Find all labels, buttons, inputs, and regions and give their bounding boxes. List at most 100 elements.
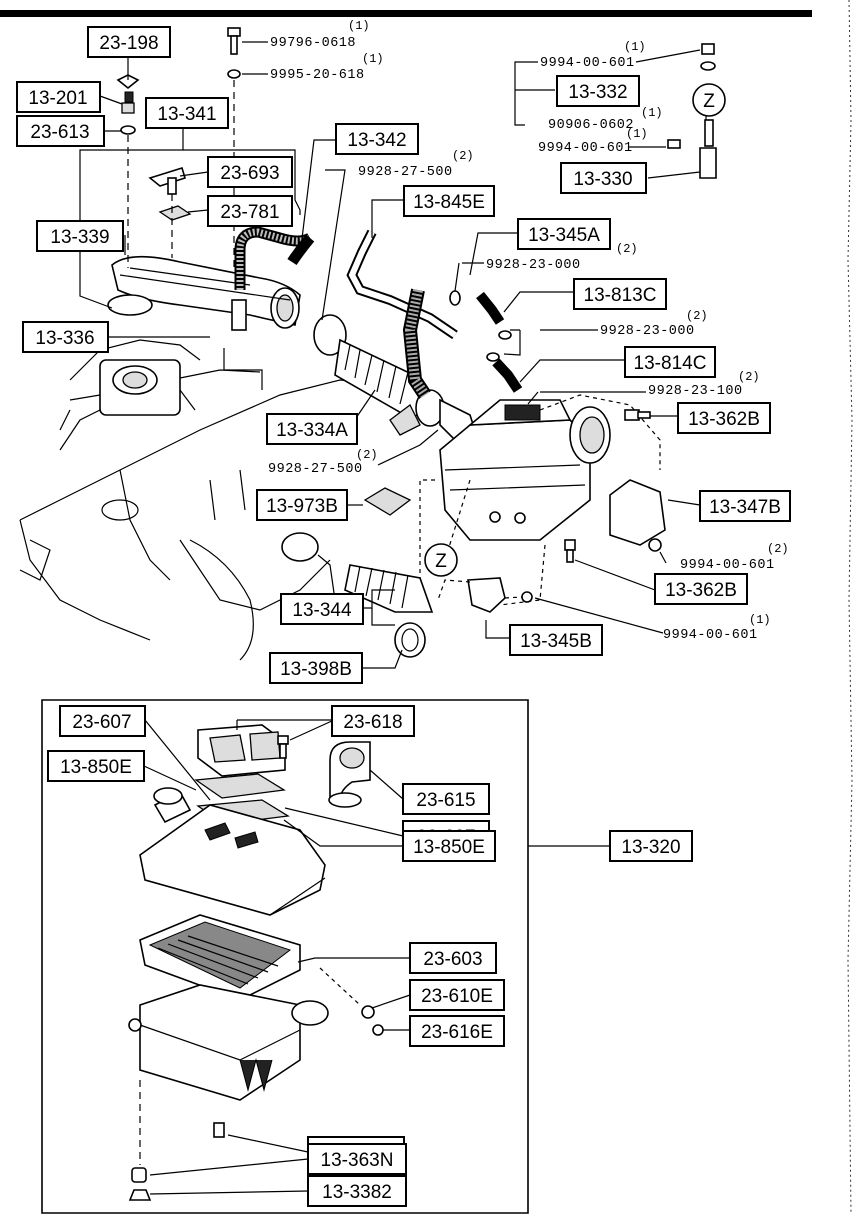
- svg-text:Z: Z: [703, 91, 715, 112]
- label-23-603[interactable]: 23-603: [409, 942, 497, 974]
- label-23-615[interactable]: 23-615: [402, 783, 490, 815]
- svg-text:13-814C: 13-814C: [634, 353, 707, 374]
- label-13-362B-lower[interactable]: 13-362B: [654, 573, 748, 605]
- pn-9928-23-000-a[interactable]: 9928-23-000: [486, 258, 581, 273]
- dashed-line-13-345B: [437, 579, 523, 601]
- accordion-duct-13-334A: [313, 314, 480, 441]
- label-13-814C[interactable]: 13-814C: [624, 346, 716, 378]
- label-13-339[interactable]: 13-339: [36, 220, 124, 252]
- svg-text:13-342: 13-342: [347, 130, 406, 151]
- label-13-330[interactable]: 13-330: [560, 162, 647, 194]
- intake-duct-13-339: [107, 255, 301, 331]
- bolt-23-6912: [213, 1122, 225, 1138]
- grommet-13-363N: [131, 1167, 147, 1183]
- label-23-607-upper[interactable]: 23-607: [59, 705, 146, 737]
- pn-9928-27-500-a[interactable]: 9928-27-500: [358, 165, 453, 180]
- label-23-610E[interactable]: 23-610E: [409, 979, 505, 1011]
- label-13-341[interactable]: 13-341: [145, 97, 229, 129]
- foot-13-3382: [128, 1189, 152, 1201]
- qty-9994-mid: (1): [626, 127, 648, 141]
- label-13-345B[interactable]: 13-345B: [509, 624, 603, 656]
- qty-90906: (1): [641, 106, 663, 120]
- label-13-850E-upper[interactable]: 13-850E: [47, 750, 145, 782]
- pn-9994-00-601-mid[interactable]: 9994-00-601: [538, 141, 633, 156]
- pn-9928-23-000-b[interactable]: 9928-23-000: [600, 324, 695, 339]
- qty-99796: (1): [348, 19, 370, 33]
- svg-text:23-610E: 23-610E: [421, 986, 493, 1007]
- svg-text:13-345B: 13-345B: [520, 631, 592, 652]
- gasket-23-781: [158, 205, 192, 221]
- qty-9994-top: (1): [624, 40, 646, 54]
- svg-text:23-616E: 23-616E: [421, 1022, 493, 1043]
- label-13-850E-lower[interactable]: 13-850E: [402, 830, 496, 862]
- pipe-13-345A-inner: [404, 289, 430, 398]
- gasket-13-850E-upper: [194, 773, 286, 799]
- hose-13-845E-inner: [348, 230, 457, 338]
- label-13-347B[interactable]: 13-347B: [699, 490, 791, 522]
- qty-9928-23-000-b: (2): [686, 309, 708, 323]
- svg-text:13-362B: 13-362B: [688, 409, 760, 430]
- label-13-362B-upper[interactable]: 13-362B: [677, 402, 771, 434]
- qty-9994-c: (2): [767, 542, 789, 556]
- qty-9928-23-000-a: (2): [616, 242, 638, 256]
- label-13-342[interactable]: 13-342: [335, 123, 419, 155]
- label-23-613[interactable]: 23-613: [16, 115, 105, 147]
- label-13-345A[interactable]: 13-345A: [517, 218, 611, 250]
- washer-9995-20-618: [227, 69, 241, 79]
- label-13-320[interactable]: 13-320: [609, 830, 693, 862]
- label-13-332[interactable]: 13-332: [556, 75, 640, 107]
- nut-13-201: [121, 102, 135, 114]
- bolt-99796-0618: [227, 27, 241, 55]
- label-13-334A[interactable]: 13-334A: [266, 413, 358, 445]
- qty-9928-27-500-b: (2): [356, 448, 378, 462]
- pn-9994-00-601-d[interactable]: 9994-00-601: [663, 628, 758, 643]
- bolt-13-362B-lower: [564, 539, 576, 563]
- label-13-336[interactable]: 13-336: [22, 321, 109, 353]
- svg-text:13-344: 13-344: [292, 600, 352, 621]
- qty-9928-27-500-a: (2): [452, 149, 474, 163]
- label-13-813C[interactable]: 13-813C: [573, 278, 667, 310]
- clip-23-610E: [361, 1005, 375, 1019]
- right-page-edge: [847, 0, 853, 1214]
- pn-9928-23-100[interactable]: 9928-23-100: [648, 384, 743, 399]
- bracket-13-334A: [389, 404, 421, 436]
- pn-99796-0618[interactable]: 99796-0618: [270, 36, 356, 51]
- svg-text:13-334A: 13-334A: [276, 420, 348, 441]
- z-marker-mid: Z: [424, 543, 458, 577]
- label-13-344[interactable]: 13-344: [280, 593, 364, 625]
- label-23-618[interactable]: 23-618: [331, 705, 415, 737]
- bolt-13-362B-upper: [624, 409, 651, 421]
- bracket-13-345B: [467, 577, 506, 613]
- label-23-693[interactable]: 23-693: [207, 156, 293, 188]
- label-23-781[interactable]: 23-781: [207, 195, 293, 227]
- label-13-973B[interactable]: 13-973B: [256, 489, 348, 521]
- label-13-845E[interactable]: 13-845E: [403, 185, 495, 217]
- svg-text:23-613: 23-613: [30, 122, 89, 143]
- svg-text:23-618: 23-618: [343, 712, 402, 733]
- label-13-363N[interactable]: 13-363N: [307, 1143, 407, 1175]
- label-13-201[interactable]: 13-201: [16, 81, 101, 113]
- air-cleaner-assembly: [439, 399, 611, 541]
- pn-90906-0602[interactable]: 90906-0602: [548, 118, 634, 133]
- svg-text:Z: Z: [435, 551, 447, 572]
- air-cleaner-cover-upper: [139, 787, 326, 916]
- pn-9928-27-500-b[interactable]: 9928-27-500: [268, 462, 363, 477]
- label-23-616E[interactable]: 23-616E: [409, 1015, 505, 1047]
- svg-text:13-201: 13-201: [28, 88, 87, 109]
- svg-text:13-850E: 13-850E: [413, 837, 485, 858]
- pn-9994-00-601-top[interactable]: 9994-00-601: [540, 56, 635, 71]
- label-13-398B[interactable]: 13-398B: [269, 652, 363, 684]
- label-23-198[interactable]: 23-198: [87, 26, 171, 58]
- pn-9994-00-601-c[interactable]: 9994-00-601: [680, 558, 775, 573]
- svg-text:23-603: 23-603: [423, 949, 482, 970]
- leader-lines: [79, 56, 707, 1195]
- leader-9994-top: [635, 49, 701, 63]
- bracket-13-347B: [609, 479, 666, 552]
- svg-text:13-813C: 13-813C: [584, 285, 657, 306]
- pn-9995-20-618[interactable]: 9995-20-618: [270, 68, 365, 83]
- qty-9995: (1): [362, 52, 384, 66]
- top-rule: [0, 10, 812, 17]
- svg-text:13-845E: 13-845E: [413, 192, 485, 213]
- label-13-3382[interactable]: 13-3382: [307, 1175, 407, 1207]
